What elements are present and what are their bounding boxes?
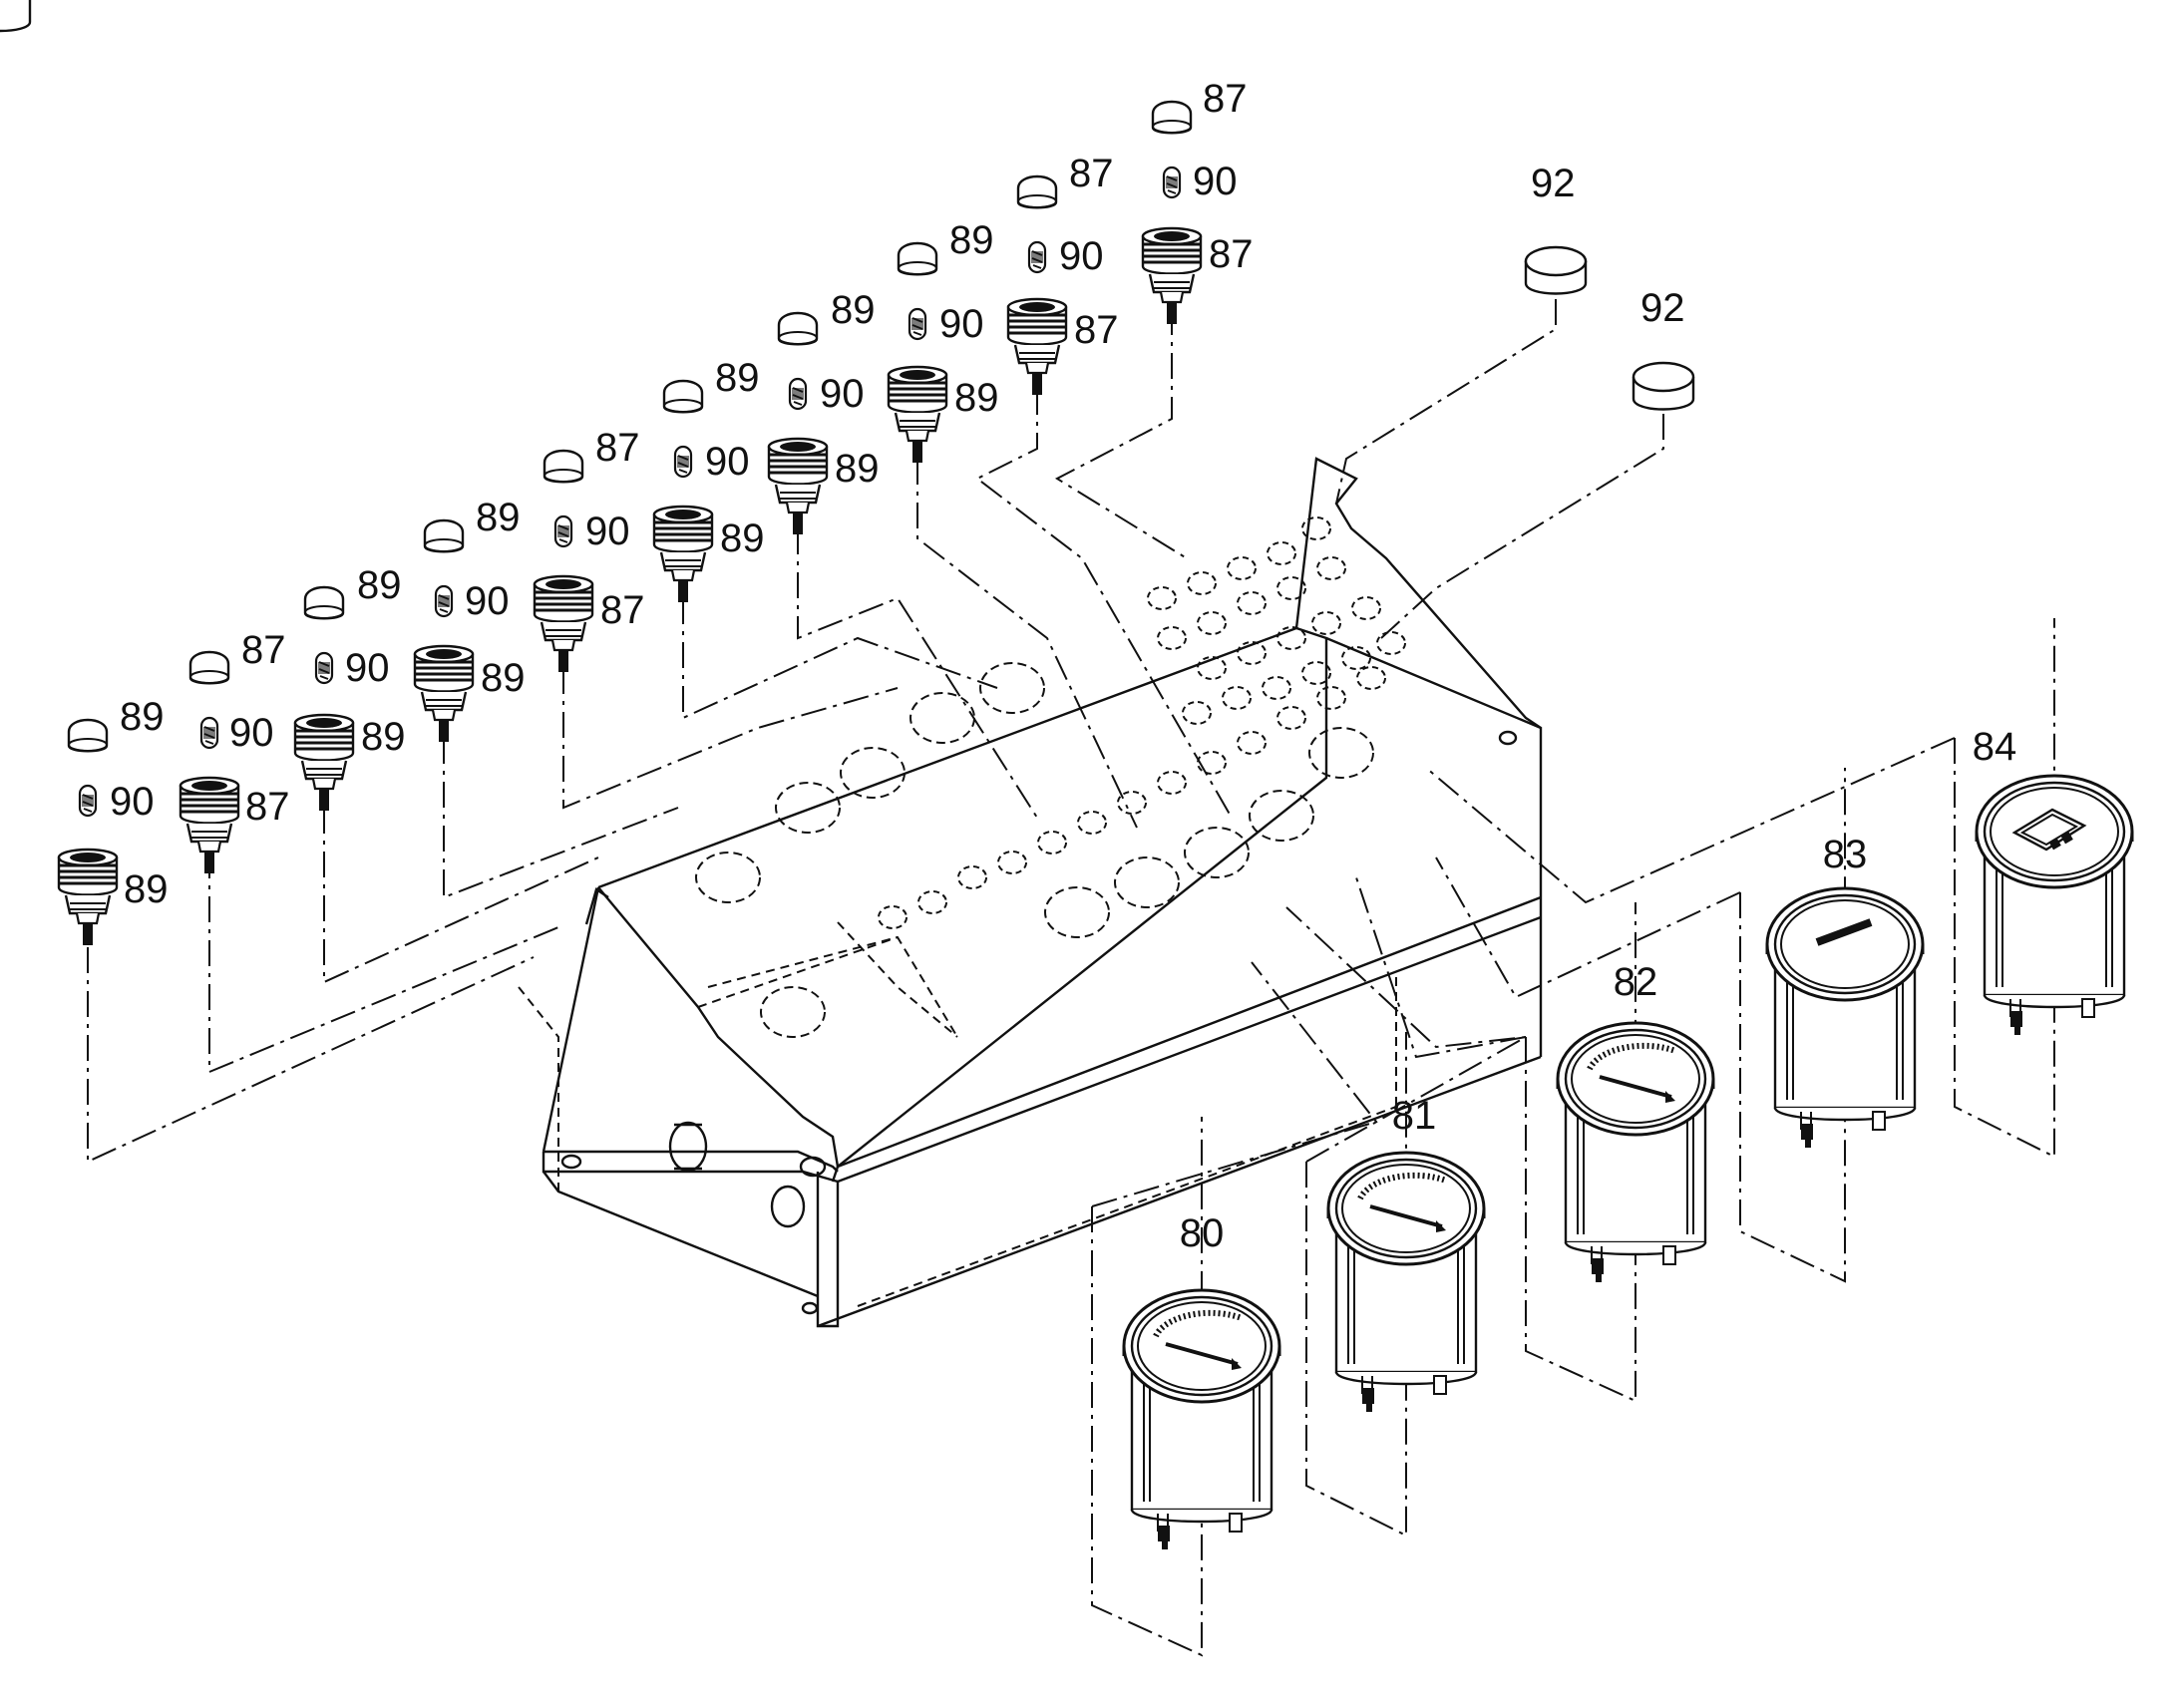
callout-r3c: 89 [357,563,402,607]
callout-r9s: 87 [1074,308,1119,352]
callout-r7p: 90 [820,372,865,416]
callout-r5p: 90 [585,510,630,553]
socket-icon [1141,226,1203,326]
switch-column-10: 87 90 87 [1141,77,1254,326]
bulb-icon [434,584,454,618]
callout-r6c: 89 [715,356,760,400]
switch-column-4: 89 90 89 [413,496,526,744]
digital-display-icon [2011,808,2087,852]
gauge-84: 84 [1973,725,2134,1037]
bulb-icon [673,445,693,479]
callout-r7c: 89 [831,288,876,332]
switch-column-8: 89 90 89 [887,218,999,465]
callout-r2s: 87 [245,785,290,829]
plug-icon [0,0,1588,276]
cap-icon [67,718,109,753]
bulb-icon [908,307,927,341]
indicator-bar-icon [1815,918,1873,946]
callout-r8c: 89 [949,218,994,262]
socket-icon [293,713,355,813]
switch-column-5: 87 90 87 [533,426,645,674]
callout-r7s: 89 [835,447,880,491]
switch-column-9: 87 90 87 [1006,152,1119,397]
switch-column-7: 89 90 89 [767,288,880,536]
gauge-83: 83 [1765,833,1925,1150]
callout-r10s: 87 [1209,232,1254,276]
gauge-81: 81 [1326,1094,1486,1414]
gauge-82: 82 [1556,960,1715,1284]
callout-r3s: 89 [361,715,406,759]
callout-r1c: 89 [120,695,165,739]
callout-92-lower: 92 [1640,286,1685,330]
callout-r4c: 89 [476,496,521,539]
socket-icon [652,505,714,604]
callout-r10p: 90 [1193,160,1238,203]
callout-r8s: 89 [954,376,999,420]
callout-83: 83 [1823,833,1868,876]
bulb-icon [78,784,98,818]
bulb-icon [1162,166,1182,199]
bulb-icon [788,377,808,411]
bulb-icon [314,651,334,685]
callout-r2c: 87 [241,628,286,672]
switch-column-3: 89 90 89 [293,563,406,813]
cap-icon [188,650,230,685]
cap-icon [1151,100,1193,135]
switch-column-1: 89 90 89 [57,695,169,947]
callout-82: 82 [1614,960,1658,1004]
callout-r5s: 87 [600,588,645,632]
socket-icon [767,437,829,536]
switch-column-2: 87 90 87 [179,628,290,875]
bulb-icon [553,514,573,548]
bulb-icon [199,716,219,750]
plug-92-lower: 92 [1640,286,1685,330]
cap-icon [423,518,465,553]
cap-icon [543,449,584,484]
callout-r4s: 89 [481,656,526,700]
callout-r9p: 90 [1059,234,1104,278]
callout-r3p: 90 [345,646,390,690]
callout-r1p: 90 [110,780,155,824]
gauge-80: 80 [1122,1211,1281,1551]
panel-housing [518,457,1543,1328]
cap-icon [1016,174,1058,209]
cap-icon [662,379,704,414]
socket-icon [413,644,475,744]
switch-column-6: 89 90 89 [652,356,765,604]
callout-84: 84 [1973,725,2017,769]
callout-r2p: 90 [229,711,274,755]
callout-r9c: 87 [1069,152,1114,195]
callout-r6p: 90 [705,440,750,484]
cap-icon [777,311,819,346]
cap-icon [303,585,345,620]
callout-r8p: 90 [939,302,984,346]
callout-r5c: 87 [595,426,640,470]
socket-icon [1006,297,1068,397]
callout-r4p: 90 [465,579,510,623]
socket-icon [533,574,594,674]
plug-92-upper: 92 [0,0,1588,276]
leader-lines [87,299,2055,1657]
cap-icon [897,241,938,276]
callout-r10c: 87 [1203,77,1248,121]
bulb-icon [1027,240,1047,274]
callout-r6s: 89 [720,516,765,560]
callout-80: 80 [1180,1211,1225,1255]
callout-r1s: 89 [124,867,169,911]
plug-icon [1524,245,1695,411]
socket-icon [57,848,119,947]
socket-icon [887,365,948,465]
callout-81: 81 [1392,1094,1437,1138]
socket-icon [179,776,240,875]
callout-92-upper: 92 [1531,162,1576,205]
